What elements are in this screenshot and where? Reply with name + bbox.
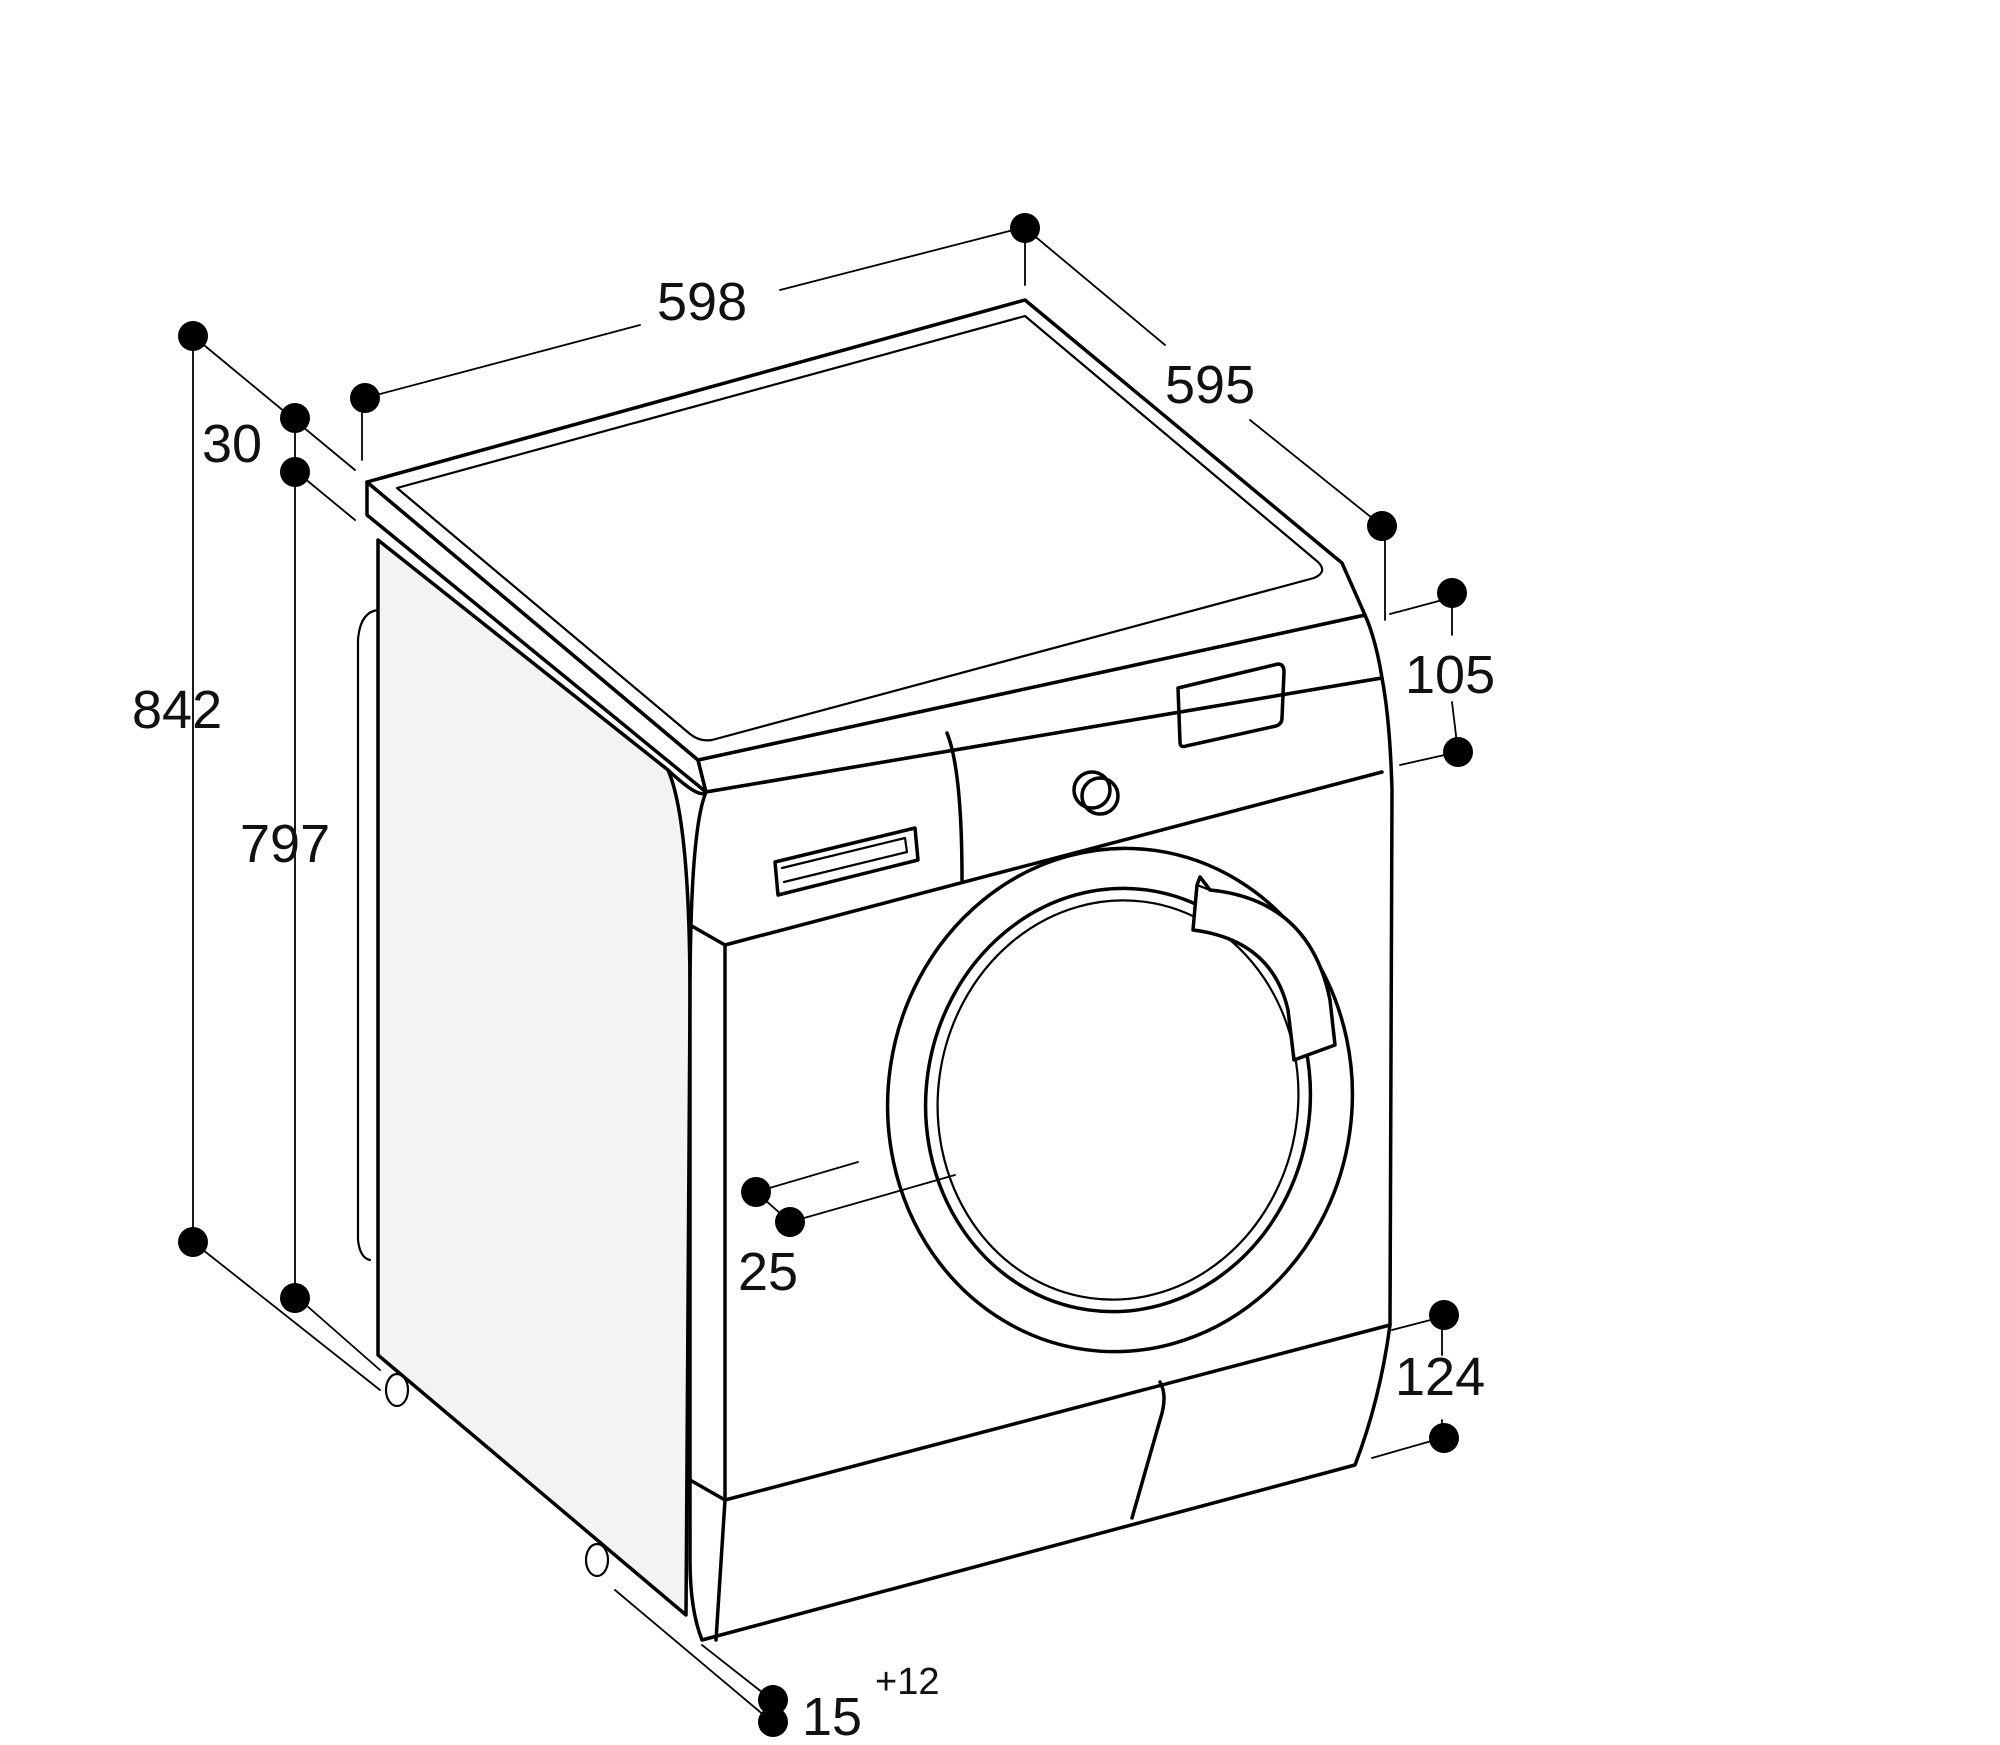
washing-machine-drawing [356, 298, 1394, 1642]
label-depth: 595 [1165, 355, 1255, 415]
front-panel [688, 676, 1394, 1642]
dot-25-inner [775, 1207, 805, 1237]
program-knob [1072, 770, 1120, 816]
label-width: 598 [657, 272, 747, 332]
dot-797-bottom [280, 1283, 310, 1313]
side-rail [356, 608, 380, 1262]
worktop-inner-edge [395, 314, 1324, 742]
door [885, 846, 1355, 1354]
label-door-offset: 25 [738, 1242, 798, 1302]
control-panel-divider [723, 770, 1384, 947]
bevel-line-left [688, 923, 727, 1502]
dot-124-bottom [1429, 1423, 1459, 1453]
label-total-height: 842 [132, 680, 222, 740]
dot-124-top [1429, 1300, 1459, 1330]
dot-30-top [280, 403, 310, 433]
feet [384, 1372, 610, 1578]
dot-595-right [1367, 511, 1397, 541]
label-foot-adjustment: +12 [875, 1661, 939, 1703]
dot-598-left [350, 383, 380, 413]
dot-842-top [178, 321, 208, 351]
dot-30-bottom [280, 457, 310, 487]
dimension-labels: 598 595 30 842 797 105 124 25 15 +12 [132, 272, 1495, 1745]
dot-105-top [1437, 578, 1467, 608]
front-bevel [666, 768, 708, 796]
label-control-panel-height: 105 [1405, 645, 1495, 705]
dot-25-outer [741, 1177, 771, 1207]
label-top-thickness: 30 [202, 414, 262, 474]
label-foot-height: 15 [802, 1687, 862, 1745]
worktop-surface [365, 298, 1367, 762]
plinth-top-line [723, 1323, 1392, 1502]
dot-842-bottom [178, 1227, 208, 1257]
label-body-height: 797 [240, 814, 330, 874]
plinth-cover [1130, 1380, 1166, 1520]
dot-105-bottom [1443, 737, 1473, 767]
drawer-split [945, 731, 964, 882]
dimension-dots [178, 213, 1473, 1737]
dot-598-right [1010, 213, 1040, 243]
dimension-lines [192, 226, 1459, 1723]
detergent-drawer-handle [773, 826, 920, 897]
bevel-line-lower [714, 1498, 727, 1642]
dot-15-bottom [758, 1707, 788, 1737]
dot-15-top [758, 1685, 788, 1715]
label-plinth-height: 124 [1395, 1347, 1485, 1407]
display-window [1176, 662, 1286, 749]
